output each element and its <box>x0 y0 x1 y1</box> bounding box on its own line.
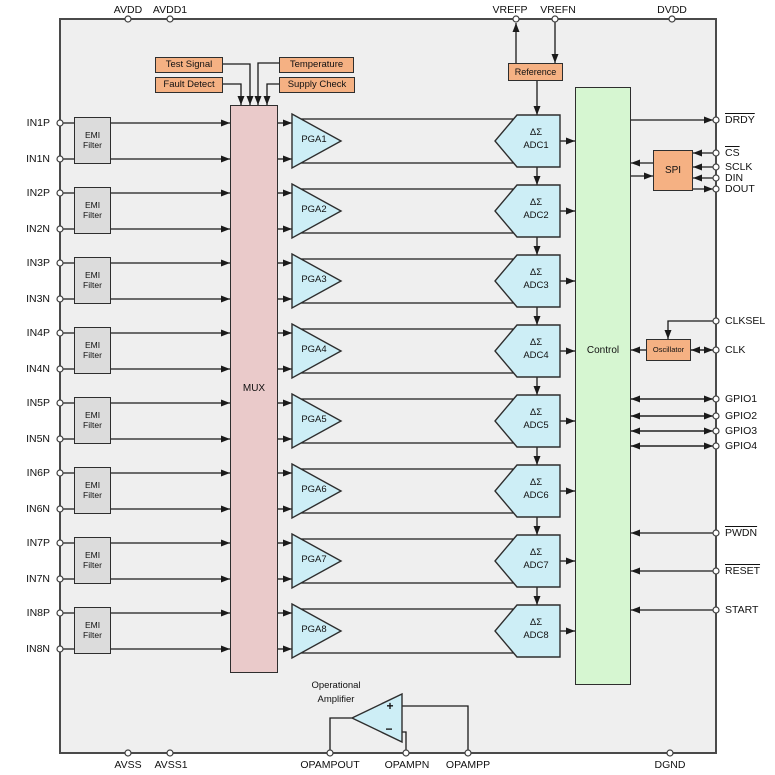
adc4-shape <box>494 324 561 378</box>
pin-gpio3: GPIO3 <box>725 425 758 437</box>
pin-in3n: IN3N <box>26 293 50 305</box>
pin-vrefp: VREFP <box>492 4 528 16</box>
adc3-shape <box>494 254 561 308</box>
reference-block: Reference <box>508 63 563 81</box>
pga7-shape <box>291 532 343 590</box>
adc5-shape <box>494 394 561 448</box>
pga5-shape <box>291 392 343 450</box>
pin-in6p: IN6P <box>26 467 50 479</box>
pga4-label: PGA4 <box>301 344 327 355</box>
adc6-shape <box>494 464 561 518</box>
pin-in5n: IN5N <box>26 433 50 445</box>
spi-block: SPI <box>653 150 693 191</box>
pin-dgnd: DGND <box>654 759 686 771</box>
pin-sclk: SCLK <box>725 161 753 173</box>
pin-in8p: IN8P <box>26 607 50 619</box>
adc2-shape <box>494 184 561 238</box>
pga8-shape <box>291 602 343 660</box>
pga6-label: PGA6 <box>301 484 327 495</box>
plain-wires <box>294 118 520 750</box>
pin-in7p: IN7P <box>26 537 50 549</box>
pin-avdd: AVDD <box>113 4 143 16</box>
control-block: Control <box>575 87 631 685</box>
opamp-plus-sign: + <box>386 699 394 713</box>
pin-in1p: IN1P <box>26 117 50 129</box>
adc1-shape <box>494 114 561 168</box>
pin-in7n: IN7N <box>26 573 50 585</box>
pin-clksel: CLKSEL <box>725 315 766 327</box>
adc7-shape <box>494 534 561 588</box>
pin-in2p: IN2P <box>26 187 50 199</box>
pga4-shape <box>291 322 343 380</box>
temperature-block: Temperature <box>279 57 354 73</box>
pga2-label: PGA2 <box>301 204 327 215</box>
pin-avss1: AVSS1 <box>154 759 188 771</box>
pin-in4n: IN4N <box>26 363 50 375</box>
opamp-shape <box>350 692 403 744</box>
pga1-label: PGA1 <box>301 134 327 145</box>
pga5-label: PGA5 <box>301 414 327 425</box>
pin-vrefn: VREFN <box>540 4 576 16</box>
supply-check-block: Supply Check <box>279 77 355 93</box>
pga1-shape <box>291 112 343 170</box>
oscillator-block: Oscillator <box>646 339 691 361</box>
pin-in3p: IN3P <box>26 257 50 269</box>
pin-dout: DOUT <box>725 183 755 195</box>
mux-block: MUX <box>230 105 278 673</box>
pga-triangles <box>291 112 343 660</box>
adc-pentagons <box>494 114 561 658</box>
pga2-shape <box>291 182 343 240</box>
pin-gpio2: GPIO2 <box>725 410 758 422</box>
pin-avdd1: AVDD1 <box>152 4 188 16</box>
pin-in6n: IN6N <box>26 503 50 515</box>
adc8-shape <box>494 604 561 658</box>
pin-in8n: IN8N <box>26 643 50 655</box>
pin-cs: CS <box>725 147 740 159</box>
pga3-shape <box>291 252 343 310</box>
pga8-label: PGA8 <box>301 624 327 635</box>
pin-in4p: IN4P <box>26 327 50 339</box>
pin-in1n: IN1N <box>26 153 50 165</box>
pin-in5p: IN5P <box>26 397 50 409</box>
pin-din: DIN <box>725 172 744 184</box>
pin-clk: CLK <box>725 344 746 356</box>
pin-avss: AVSS <box>114 759 142 771</box>
test-signal-block: Test Signal <box>155 57 223 73</box>
pga3-label: PGA3 <box>301 274 327 285</box>
pin-opampout: OPAMPOUT <box>300 759 360 771</box>
pin-drdy: DRDY <box>725 114 755 126</box>
pin-reset: RESET <box>725 565 761 577</box>
pin-in2n: IN2N <box>26 223 50 235</box>
pin-opampn: OPAMPN <box>384 759 430 771</box>
pin-start: START <box>725 604 759 616</box>
pin-dvdd: DVDD <box>657 4 687 16</box>
pga6-shape <box>291 462 343 520</box>
pin-gpio4: GPIO4 <box>725 440 758 452</box>
fault-detect-block: Fault Detect <box>155 77 223 93</box>
pin-pwdn: PWDN <box>725 527 758 539</box>
pin-opampp: OPAMPP <box>445 759 491 771</box>
opamp-minus-sign: − <box>385 722 393 736</box>
pin-circles <box>56 15 720 757</box>
pga7-label: PGA7 <box>301 554 327 565</box>
pin-gpio1: GPIO1 <box>725 393 758 405</box>
